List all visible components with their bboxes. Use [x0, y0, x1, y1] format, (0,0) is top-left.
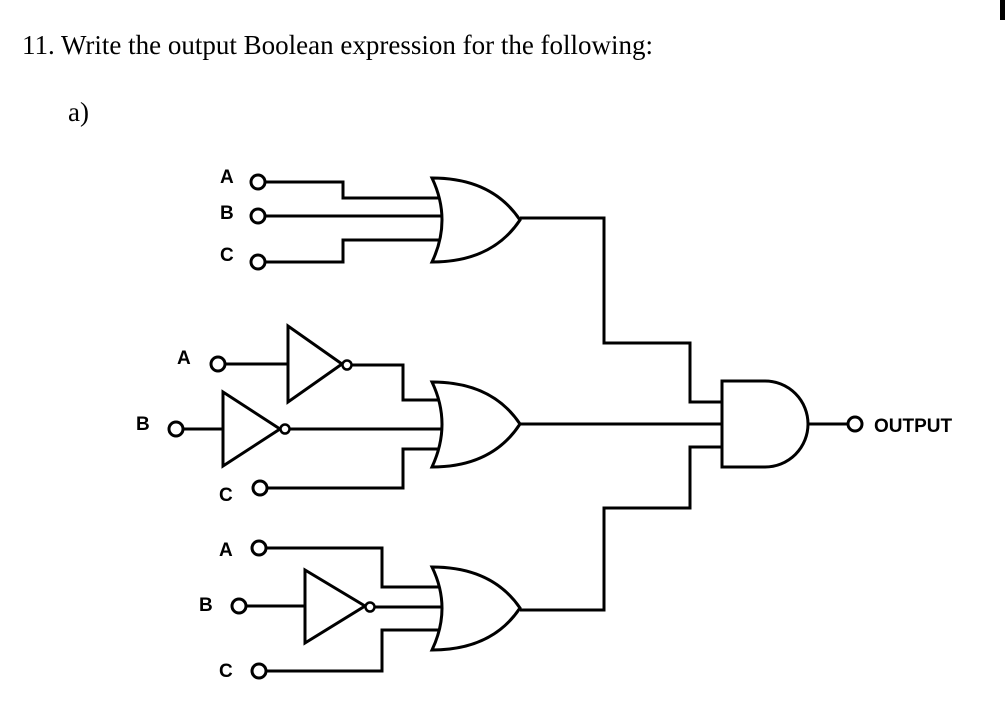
wire-or-top-to-and	[520, 216, 732, 404]
group3-inputs: A B C	[199, 539, 268, 682]
or-gate-top	[429, 176, 522, 264]
group1-inputs: A B C	[220, 167, 267, 271]
wire-or-bottom-to-and	[520, 445, 732, 612]
input-label-c-1: C	[220, 245, 234, 266]
or-gate-middle	[429, 380, 522, 469]
and-gate-output	[720, 379, 810, 469]
input-terminal-a-1	[249, 173, 267, 191]
not-gate-a-bubble	[341, 359, 353, 371]
input-terminal-c-3	[250, 662, 268, 680]
wire-c-2	[267, 447, 445, 490]
input-terminal-c-2	[251, 479, 269, 497]
output-label: OUTPUT	[874, 416, 953, 437]
input-label-b-3: B	[199, 595, 213, 616]
input-label-a-1: A	[220, 167, 234, 188]
input-terminal-c-1	[249, 253, 267, 271]
output-terminal	[846, 415, 864, 433]
edge-mark	[1000, 0, 1005, 20]
input-label-c-2: C	[219, 485, 233, 506]
wire-a-1	[265, 180, 445, 200]
not-gate-b2	[303, 567, 368, 646]
wire-c-3	[266, 628, 445, 673]
input-label-a-2: A	[177, 348, 191, 369]
input-label-b-1: B	[220, 203, 234, 224]
input-terminal-b-3	[230, 597, 248, 615]
not-gate-b-bubble	[279, 423, 291, 435]
input-terminal-a-3	[250, 539, 268, 557]
group1-wires	[265, 180, 445, 264]
not-gate-b	[221, 389, 283, 469]
input-label-c-3: C	[219, 661, 233, 682]
or-gate-bottom	[429, 565, 522, 652]
input-terminal-a-2	[209, 355, 227, 373]
input-terminal-b-2	[167, 420, 185, 438]
group2-inputs: A B C	[136, 348, 269, 506]
input-label-b-2: B	[136, 414, 150, 435]
wire-a-3	[266, 546, 445, 589]
not-gate-a	[286, 323, 345, 405]
part-label: a)	[68, 97, 89, 127]
input-label-a-3: A	[219, 540, 233, 561]
wire-not-a-to-or	[352, 363, 445, 402]
input-terminal-b-1	[249, 207, 267, 225]
wire-c-1	[265, 238, 445, 264]
not-gate-b2-bubble	[364, 601, 376, 613]
question-text: 11. Write the output Boolean expression …	[22, 30, 654, 60]
